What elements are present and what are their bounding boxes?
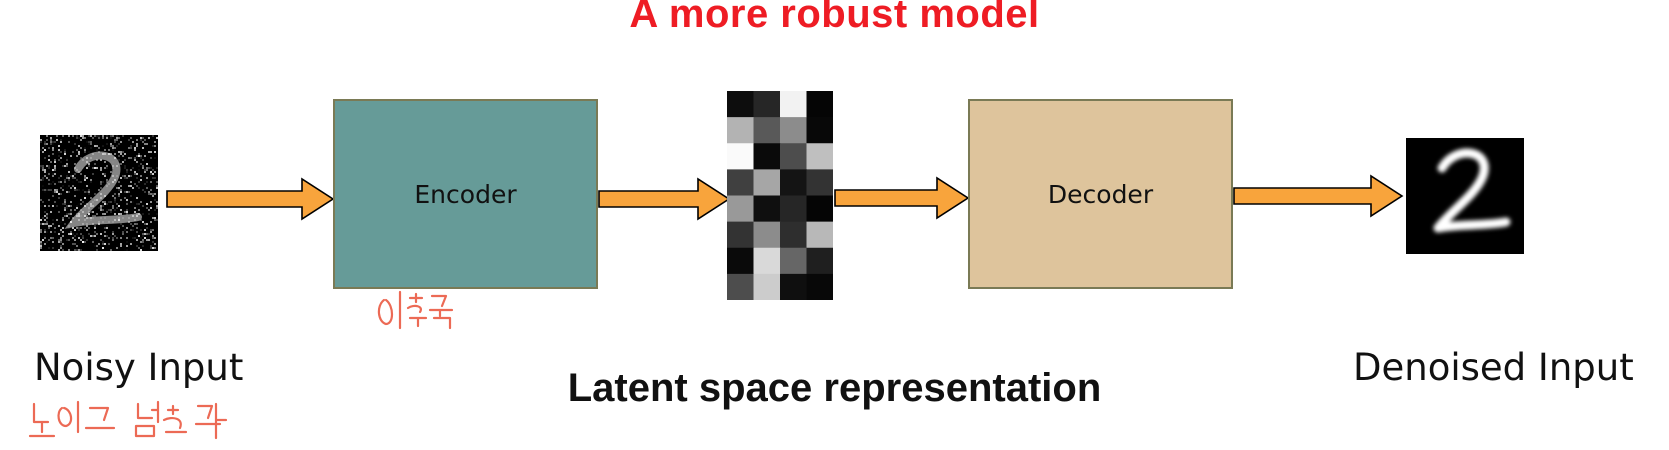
handwritten-note-noisy [28,400,228,440]
denoised-input-caption: Denoised Input [1353,346,1634,389]
latent-cell [780,91,807,118]
latent-cell [727,247,754,275]
latent-cell [727,169,754,196]
arrow-input-to-encoder [166,177,335,221]
handwritten-note-encoder [377,290,454,330]
latent-cell [727,273,754,301]
diagram-title: A more robust model [629,0,1040,36]
latent-cell [753,117,781,144]
latent-code-grid [727,91,834,301]
latent-cell [753,143,781,170]
latent-cell [806,221,834,249]
decoder-box: Decoder [968,99,1233,289]
latent-cell [780,117,807,144]
latent-cell [806,91,834,118]
encoder-label: Encoder [414,179,517,209]
arrow-latent-to-decoder [834,176,970,220]
latent-cell [780,221,807,249]
latent-cell [753,247,781,275]
latent-cell [727,195,754,223]
latent-cell [727,91,754,118]
latent-cell [753,221,781,249]
arrow-decoder-to-output [1233,174,1404,218]
latent-cell [806,273,834,301]
latent-cell [780,143,807,170]
latent-cell [806,117,834,144]
latent-space-caption: Latent space representation [567,366,1102,410]
latent-cell [753,273,781,301]
latent-cell [780,169,807,196]
denoised-digit-image [1406,138,1524,254]
latent-cell [806,247,834,275]
arrow-encoder-to-latent [598,177,731,221]
latent-cell [780,247,807,275]
latent-cell [727,143,754,170]
latent-cell [753,195,781,223]
latent-cell [727,117,754,144]
noisy-input-caption: Noisy Input [34,346,244,389]
latent-cell [753,169,781,196]
latent-cell [806,143,834,170]
latent-cell [780,195,807,223]
latent-cell [727,221,754,249]
latent-cell [753,91,781,118]
latent-cell [806,195,834,223]
latent-cell [780,273,807,301]
latent-cell [806,169,834,196]
encoder-box: Encoder [333,99,598,289]
noisy-digit-image [40,135,158,251]
decoder-label: Decoder [1047,179,1154,209]
